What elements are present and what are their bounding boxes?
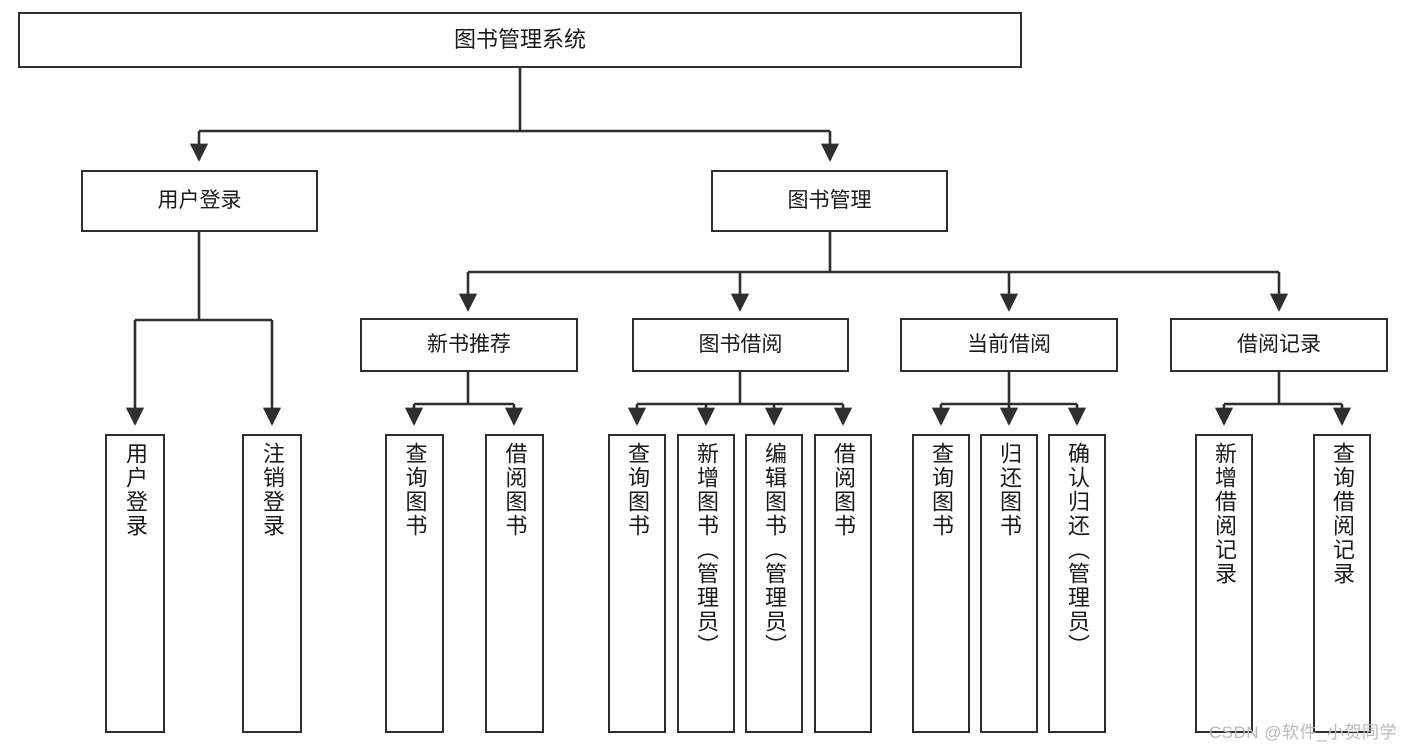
node-leaf-borrow-book-1-label: 借阅图书 (502, 442, 528, 538)
node-current-borrow-label: 当前借阅 (967, 333, 1051, 357)
node-leaf-logout-login-label: 注销登录 (260, 442, 285, 538)
node-book-borrow-label: 图书借阅 (698, 333, 783, 357)
node-leaf-user-login-label: 用户登录 (123, 442, 148, 538)
node-leaf-query-book-3-label: 查询图书 (929, 442, 954, 538)
node-leaf-borrow-book-1[interactable]: 借阅图书 (485, 434, 544, 733)
node-leaf-edit-book[interactable]: 编辑图书（管理员） (745, 434, 803, 733)
node-book-manage-label: 图书管理 (787, 189, 872, 213)
node-book-borrow[interactable]: 图书借阅 (632, 318, 849, 372)
node-leaf-query-book-1[interactable]: 查询图书 (385, 434, 444, 733)
node-leaf-query-book-2[interactable]: 查询图书 (608, 434, 666, 733)
node-leaf-borrow-book-2-label: 借阅图书 (831, 442, 856, 538)
node-current-borrow[interactable]: 当前借阅 (900, 318, 1118, 372)
node-leaf-query-book-1-label: 查询图书 (402, 442, 428, 538)
node-book-manage[interactable]: 图书管理 (711, 170, 948, 232)
node-leaf-add-book[interactable]: 新增图书（管理员） (677, 434, 735, 733)
node-leaf-query-book-2-label: 查询图书 (625, 442, 650, 538)
node-leaf-add-book-label: 新增图书（管理员） (694, 442, 719, 658)
node-leaf-query-book-3[interactable]: 查询图书 (912, 434, 970, 733)
node-leaf-query-record[interactable]: 查询借阅记录 (1313, 434, 1371, 733)
node-leaf-user-login[interactable]: 用户登录 (105, 434, 165, 733)
node-leaf-borrow-book-2[interactable]: 借阅图书 (814, 434, 872, 733)
node-borrow-record[interactable]: 借阅记录 (1170, 318, 1388, 372)
node-borrow-record-label: 借阅记录 (1237, 333, 1321, 357)
node-leaf-add-record-label: 新增借阅记录 (1212, 442, 1237, 586)
node-leaf-return-book[interactable]: 归还图书 (980, 434, 1038, 733)
node-leaf-add-record[interactable]: 新增借阅记录 (1195, 434, 1253, 733)
node-leaf-confirm-return[interactable]: 确认归还（管理员） (1048, 434, 1106, 733)
node-leaf-confirm-return-label: 确认归还（管理员） (1065, 442, 1090, 658)
node-user-login-label: 用户登录 (157, 189, 242, 213)
node-new-book-recommend[interactable]: 新书推荐 (360, 318, 578, 372)
node-new-book-recommend-label: 新书推荐 (427, 333, 511, 357)
node-leaf-query-record-label: 查询借阅记录 (1330, 442, 1355, 586)
node-user-login[interactable]: 用户登录 (81, 170, 318, 232)
node-leaf-return-book-label: 归还图书 (997, 442, 1022, 538)
node-leaf-logout-login[interactable]: 注销登录 (242, 434, 302, 733)
node-leaf-edit-book-label: 编辑图书（管理员） (762, 442, 787, 658)
node-root-label: 图书管理系统 (453, 26, 586, 52)
node-root[interactable]: 图书管理系统 (18, 12, 1022, 68)
